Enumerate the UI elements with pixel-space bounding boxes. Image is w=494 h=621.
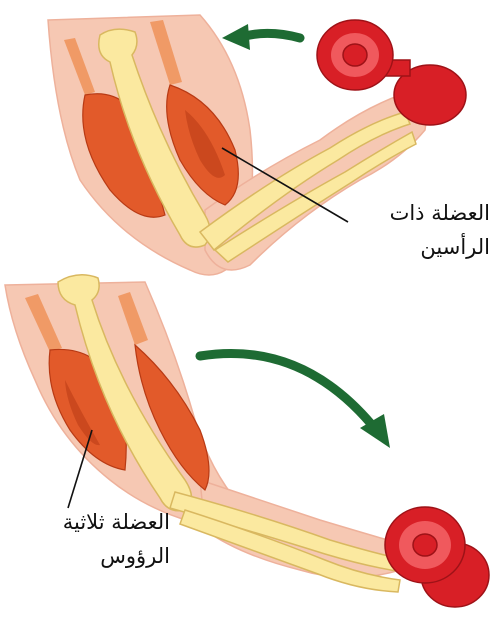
biceps-label: العضلة ذات الرأسين xyxy=(330,196,490,264)
dumbbell-front-hub xyxy=(343,44,367,66)
dumbbell-icon xyxy=(385,507,489,607)
biceps-label-line2: الرأسين xyxy=(330,230,490,264)
curved-arrow-icon xyxy=(222,24,300,50)
triceps-label-line1: العضلة ثلاثية xyxy=(0,505,170,539)
arrow-head-top xyxy=(222,24,250,50)
curved-arrow-icon xyxy=(200,353,390,448)
arrow-shaft-bottom xyxy=(200,353,372,425)
triceps-label-line2: الرؤوس xyxy=(0,539,170,573)
dumbbell-front-hub xyxy=(413,534,437,556)
arrow-shaft-top xyxy=(245,33,300,38)
triceps-label: العضلة ثلاثية الرؤوس xyxy=(0,505,170,573)
biceps-label-line1: العضلة ذات xyxy=(330,196,490,230)
